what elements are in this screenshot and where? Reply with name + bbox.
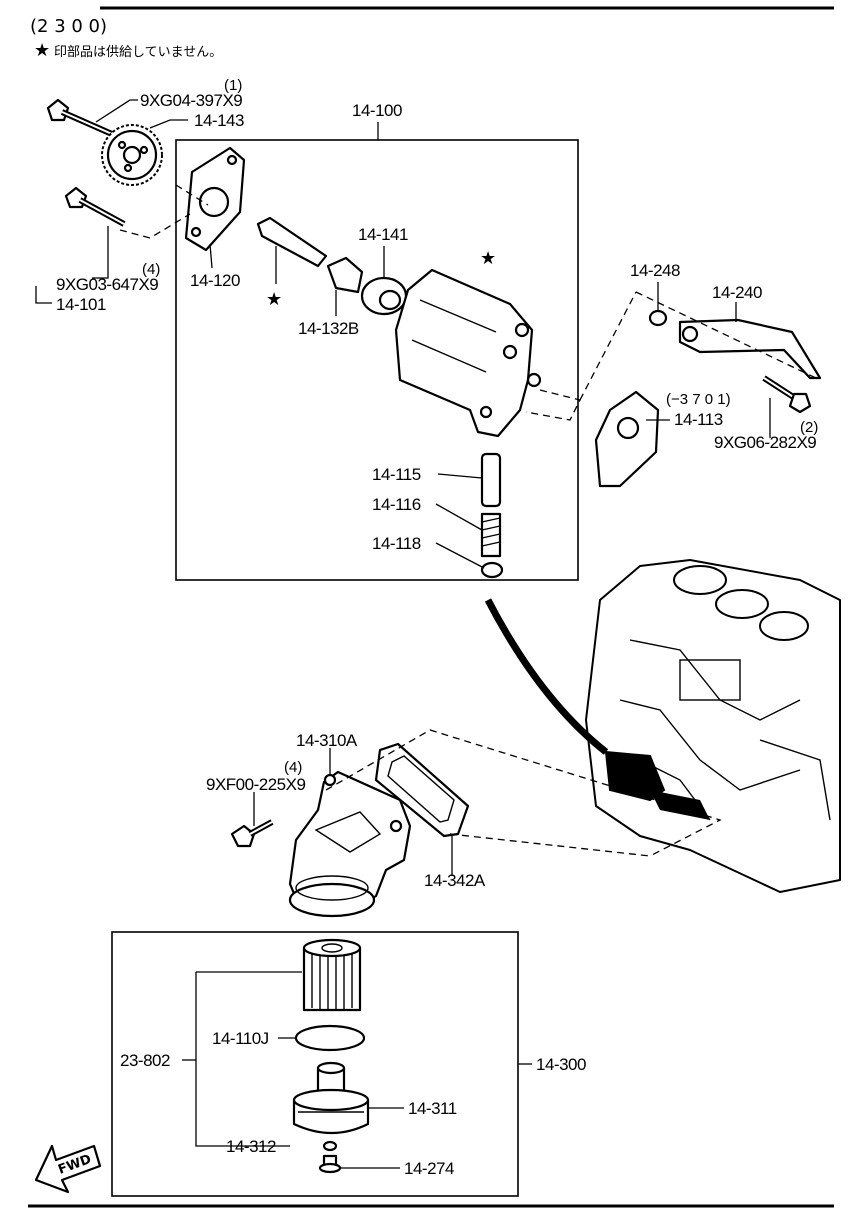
bolt-9xg03[interactable] bbox=[64, 186, 126, 227]
oil-pump-assembly-box bbox=[175, 139, 579, 581]
connector-dash-1 bbox=[119, 213, 191, 239]
not-supplied-note: 印部品は供給していません。 bbox=[54, 45, 222, 60]
label-14-132b: 14-132B bbox=[298, 319, 359, 338]
label-9xf00-225x9: 9XF00-225X9 bbox=[206, 775, 305, 794]
label-14-120: 14-120 bbox=[190, 271, 240, 290]
filter-body-gasket[interactable] bbox=[374, 742, 470, 838]
drain-plug-14-274[interactable] bbox=[318, 1154, 342, 1174]
diagram-code: (2 3 0 0) bbox=[30, 16, 107, 37]
label-14-143: 14-143 bbox=[194, 111, 244, 130]
bolt-9xg04[interactable] bbox=[46, 98, 114, 137]
label-14-115: 14-115 bbox=[372, 465, 421, 484]
label-14-110j: 14-110J bbox=[212, 1029, 269, 1048]
leader-14118 bbox=[435, 542, 485, 569]
leader-9xg03 bbox=[92, 226, 109, 279]
relief-valve-plunger[interactable] bbox=[480, 452, 502, 508]
connector-dash-2 bbox=[175, 184, 209, 206]
oil-filter-body[interactable] bbox=[288, 770, 412, 918]
outer-rotor[interactable] bbox=[360, 276, 408, 316]
label-14-100: 14-100 bbox=[352, 101, 402, 120]
oil-pump-body[interactable] bbox=[394, 268, 542, 438]
qty-9xg04: (1) bbox=[224, 77, 242, 94]
label-9xg04-397x9: 9XG04-397X9 bbox=[140, 91, 242, 110]
star-icon-body: ★ bbox=[480, 248, 496, 269]
leader-23802-bracket bbox=[195, 971, 302, 1147]
label-14-310a: 14-310A bbox=[296, 731, 358, 750]
bolt-9xg06[interactable] bbox=[762, 375, 812, 414]
label-14-311: 14-311 bbox=[408, 1099, 457, 1118]
fwd-arrow-icon: FWD bbox=[34, 1144, 102, 1194]
o-ring-14-110j[interactable] bbox=[294, 1024, 366, 1052]
pointer-arc bbox=[484, 598, 609, 755]
connector-dash-4 bbox=[579, 291, 637, 401]
qty-9xg06: (2) bbox=[800, 419, 818, 436]
label-23-802: 23-802 bbox=[120, 1051, 170, 1070]
label-14-141: 14-141 bbox=[358, 225, 408, 244]
o-ring-14-312[interactable] bbox=[322, 1140, 338, 1152]
o-ring-14-248[interactable] bbox=[648, 309, 668, 327]
label-9xg06-282x9: 9XG06-282X9 bbox=[714, 433, 816, 452]
leader-9xg04 bbox=[95, 99, 138, 123]
relief-spring[interactable] bbox=[480, 512, 502, 558]
engine-block bbox=[585, 559, 841, 893]
label-14-274: 14-274 bbox=[404, 1159, 454, 1178]
label-14-240: 14-240 bbox=[712, 283, 762, 302]
label-14-312: 14-312 bbox=[226, 1137, 276, 1156]
label-14-113: 14-113 bbox=[674, 410, 723, 429]
connector-dash-7 bbox=[449, 833, 651, 857]
star-icon: ★ bbox=[34, 40, 50, 61]
leader-14116 bbox=[435, 503, 483, 531]
star-icon-shaft: ★ bbox=[266, 289, 282, 310]
label-14-101: 14-101 bbox=[56, 295, 106, 314]
relief-valve-plug[interactable] bbox=[480, 561, 504, 579]
qty-9xg03: (4) bbox=[142, 261, 160, 278]
label-14-300: 14-300 bbox=[536, 1055, 586, 1074]
connector-dash-3 bbox=[525, 389, 581, 421]
pump-shaft[interactable] bbox=[256, 216, 328, 268]
leader-14115 bbox=[437, 473, 483, 479]
label-14-116: 14-116 bbox=[372, 495, 421, 514]
bolt-9xf00[interactable] bbox=[230, 819, 274, 848]
oil-pump-sprocket[interactable] bbox=[101, 124, 163, 186]
label-14-342a: 14-342A bbox=[424, 871, 486, 890]
label-14-248: 14-248 bbox=[630, 261, 680, 280]
leader-14101 bbox=[35, 286, 52, 304]
label-9xg03-647x9: 9XG03-647X9 bbox=[56, 275, 158, 294]
oil-filter-element[interactable] bbox=[302, 938, 362, 1012]
leader-14120 bbox=[209, 243, 213, 269]
oil-pump-cover-plate[interactable] bbox=[184, 146, 246, 252]
inner-rotor[interactable] bbox=[326, 256, 364, 294]
chain-tensioner[interactable] bbox=[678, 318, 822, 380]
qty-9xf00: (4) bbox=[284, 759, 302, 776]
label-14-113-range: (−3 7 0 1) bbox=[666, 391, 731, 408]
gasket-14-113[interactable] bbox=[594, 390, 660, 488]
leader-14143 bbox=[149, 119, 188, 129]
connector-dash-6 bbox=[325, 729, 722, 857]
connector-dash-5 bbox=[635, 291, 821, 381]
oil-filter-cap[interactable] bbox=[292, 1061, 370, 1134]
label-14-118: 14-118 bbox=[372, 534, 421, 553]
